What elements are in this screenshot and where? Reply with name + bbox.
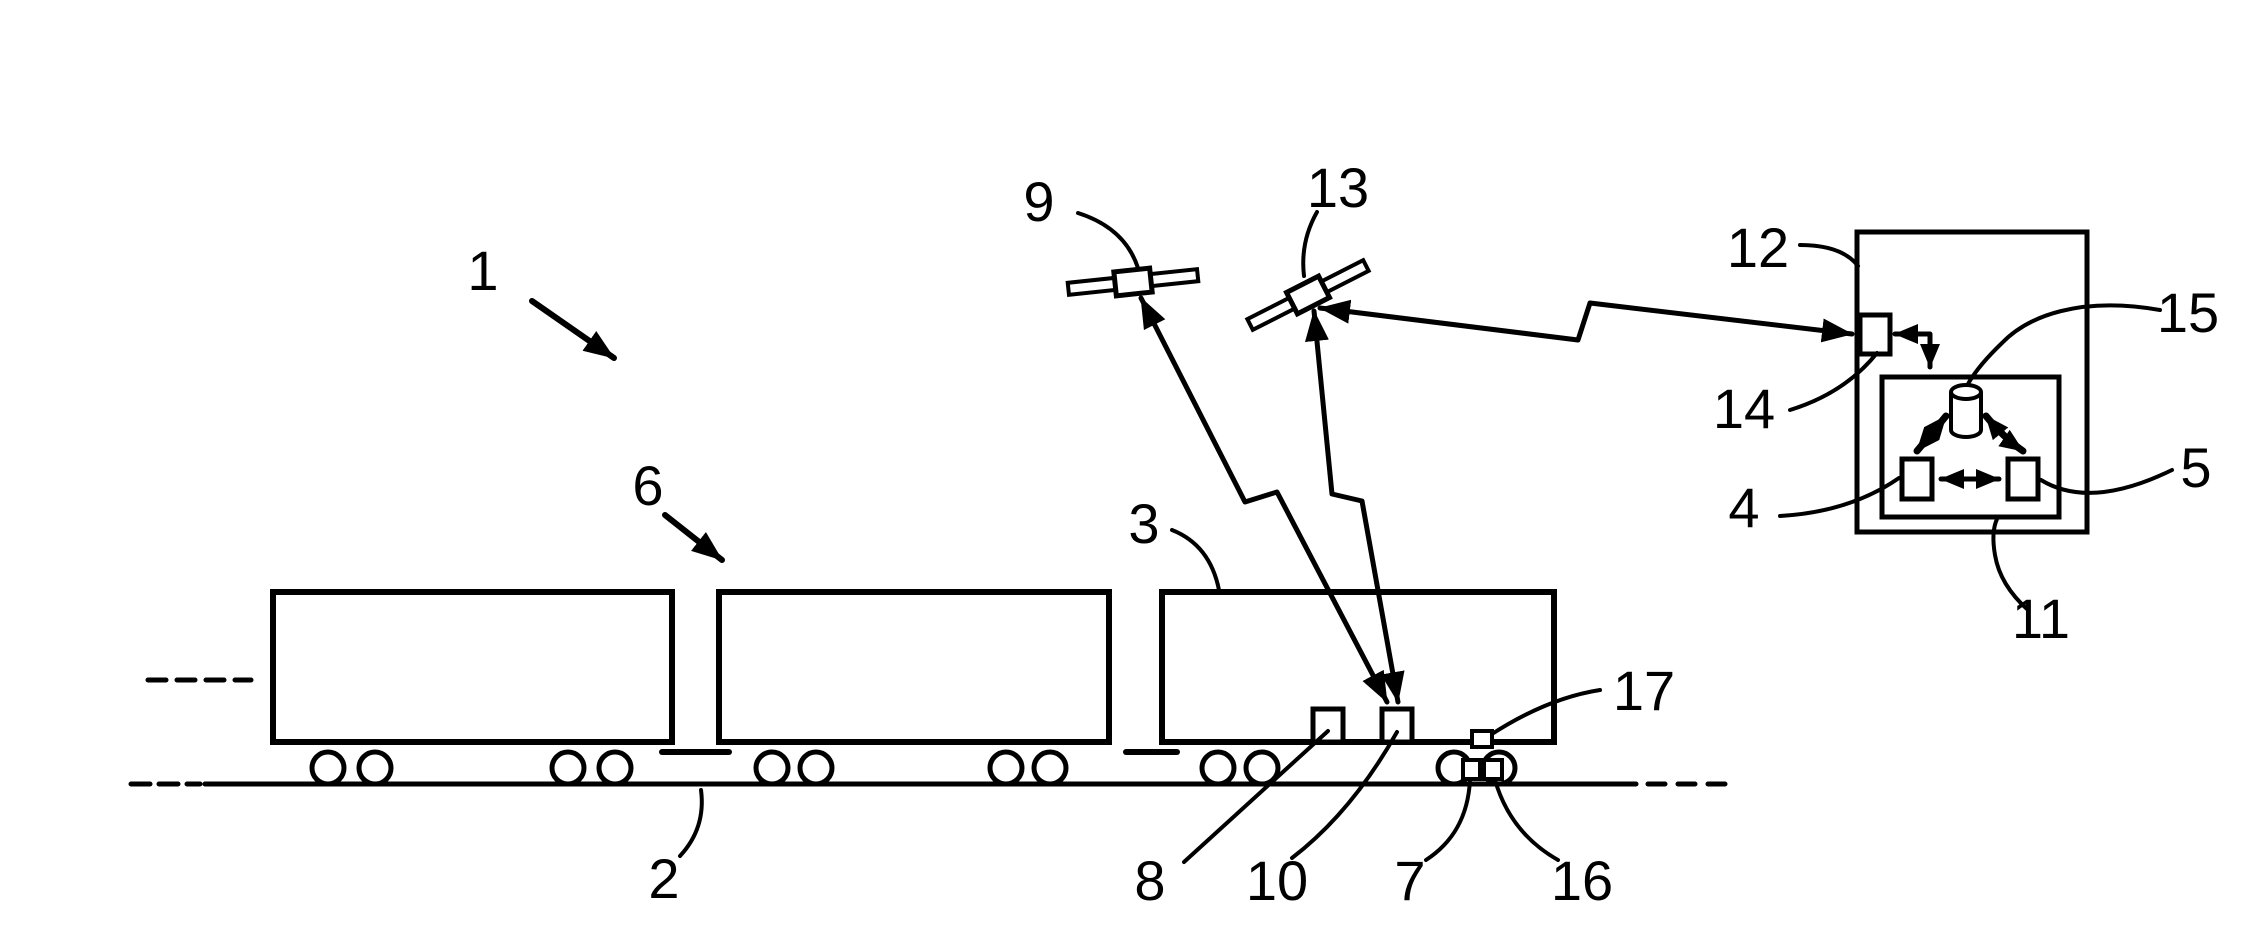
wagon-3-body	[1159, 589, 1557, 745]
label-12-leader	[1798, 243, 1860, 268]
satellite-9-icon	[1065, 265, 1201, 299]
label-9-satellite: 9	[1023, 170, 1140, 270]
label-9-text: 9	[1023, 170, 1054, 233]
label-12-station-building: 12	[1727, 216, 1860, 279]
device-16-box	[1482, 758, 1504, 781]
wheel	[1031, 749, 1069, 787]
wheel	[753, 749, 791, 787]
wagon-wheels	[309, 749, 1518, 787]
label-14-leader	[1788, 351, 1879, 412]
label-3-leader	[1170, 528, 1221, 592]
label-10-leader	[1290, 730, 1399, 860]
label-6-wagon-group: 6	[632, 454, 725, 563]
label-6-text: 6	[632, 454, 663, 517]
label-3-wagon: 3	[1128, 492, 1221, 592]
rail-track	[128, 677, 1729, 787]
satellite-9-body	[1111, 265, 1155, 299]
wheel	[987, 749, 1025, 787]
radio-link-satellite13-station	[1317, 299, 1855, 343]
reference-labels: 1 2 3 4 5 6 7 8	[467, 156, 2219, 912]
label-12-text: 12	[1727, 216, 1789, 279]
device-10-box	[1379, 706, 1415, 745]
wheel	[1243, 749, 1281, 787]
label-8-onboard-device: 8	[1134, 729, 1330, 912]
label-10-text: 10	[1246, 849, 1308, 912]
label-13-leader	[1301, 210, 1319, 278]
label-14-transceiver: 14	[1713, 351, 1879, 440]
label-1-train-system: 1	[467, 239, 617, 361]
satellite-13-icon	[1244, 257, 1372, 333]
device-17-box	[1470, 729, 1494, 749]
radio-link-satellite13-device10	[1304, 308, 1405, 705]
transceiver-to-unit-double-arrow	[1892, 324, 1940, 370]
label-3-text: 3	[1128, 492, 1159, 555]
label-16-leader	[1493, 778, 1560, 862]
label-13-text: 13	[1307, 156, 1369, 219]
database-processor4-double-arrow	[1913, 412, 1950, 455]
label-4-text: 4	[1728, 476, 1759, 539]
label-2-rail-track: 2	[648, 788, 704, 910]
wagon-2-body	[716, 589, 1112, 745]
database-cylinder-icon	[1949, 392, 1983, 439]
database-cylinder-top	[1949, 383, 1983, 401]
label-15-database: 15	[1966, 281, 2219, 386]
processor-4-box	[1899, 456, 1935, 502]
label-8-text: 8	[1134, 849, 1165, 912]
wheel	[797, 749, 835, 787]
label-13-satellite: 13	[1301, 156, 1369, 278]
label-16-text: 16	[1551, 849, 1613, 912]
label-14-text: 14	[1713, 377, 1775, 440]
label-2-leader	[678, 788, 704, 858]
label-11-text: 11	[2012, 587, 2070, 650]
device-7-box	[1461, 758, 1482, 781]
label-6-arrow	[662, 512, 725, 563]
label-5-text: 5	[2180, 436, 2211, 499]
label-2-text: 2	[648, 847, 679, 910]
label-11-central-unit: 11	[1991, 517, 2070, 650]
label-1-text: 1	[467, 239, 498, 302]
label-1-arrow	[529, 298, 617, 361]
label-7-text: 7	[1394, 849, 1425, 912]
wheel	[1199, 749, 1237, 787]
transceiver-14-box	[1857, 312, 1893, 357]
label-17-wagon-device: 17	[1490, 659, 1675, 736]
label-4-processor-left: 4	[1728, 476, 1901, 539]
label-15-leader	[1966, 303, 2162, 386]
label-17-text: 17	[1613, 659, 1675, 722]
processor-5-box	[2005, 456, 2041, 502]
label-5-leader	[2039, 468, 2174, 495]
device-8-box	[1310, 706, 1346, 745]
wheel	[356, 749, 394, 787]
label-10-receiver-device: 10	[1246, 730, 1399, 912]
label-15-text: 15	[2157, 281, 2219, 344]
wagon-1-body	[270, 589, 675, 745]
train	[270, 589, 1557, 787]
label-5-processor-right: 5	[2039, 436, 2212, 499]
wheel	[549, 749, 587, 787]
label-7-axle-device: 7	[1394, 778, 1472, 912]
label-7-leader	[1424, 778, 1472, 862]
label-16-axle-device: 16	[1493, 778, 1613, 912]
wheel	[309, 749, 347, 787]
label-17-leader	[1490, 688, 1602, 736]
label-8-leader	[1182, 729, 1330, 864]
label-9-leader	[1076, 211, 1140, 270]
wheel	[596, 749, 634, 787]
label-4-leader	[1778, 476, 1901, 518]
label-11-leader	[1991, 517, 2030, 612]
database-processor5-double-arrow	[1982, 412, 2027, 455]
